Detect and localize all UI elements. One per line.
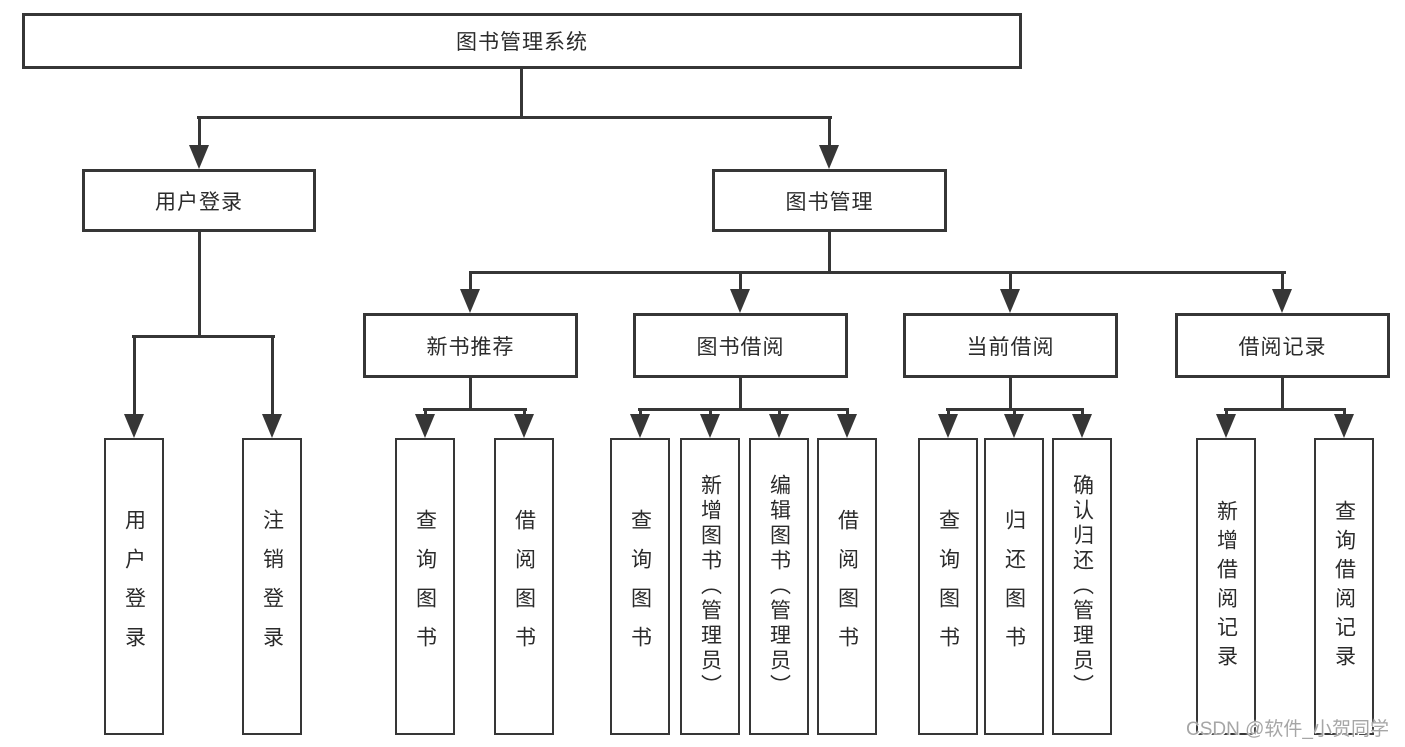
connector-borrow-stem bbox=[739, 378, 742, 411]
connector-records-shaft-2 bbox=[1343, 408, 1346, 418]
connector-records-stem bbox=[1281, 378, 1284, 411]
node-current-label: 当前借阅 bbox=[966, 335, 1055, 359]
arrow-to-cu-confirm bbox=[1072, 414, 1092, 438]
connector-borrow-shaft-2 bbox=[709, 408, 712, 418]
arrow-to-nb-query bbox=[415, 414, 435, 438]
connector-current-stem bbox=[1009, 378, 1012, 411]
connector-current-shaft-1 bbox=[947, 408, 950, 418]
node-current: 当前借阅 bbox=[903, 313, 1118, 378]
arrow-to-current bbox=[1000, 289, 1020, 313]
connector-new-books-shaft-1 bbox=[424, 408, 427, 418]
node-book-mgmt: 图书管理 bbox=[712, 169, 947, 232]
connector-l3-shaft-1 bbox=[469, 271, 472, 293]
leaf-nb-borrow-books-label: 借阅图书 bbox=[512, 508, 536, 665]
leaf-re-add-record: 新增借阅记录 bbox=[1196, 438, 1256, 735]
leaf-cu-query-books: 查询图书 bbox=[918, 438, 978, 735]
arrow-to-re-query bbox=[1334, 414, 1354, 438]
leaf-nb-query-books: 查询图书 bbox=[395, 438, 455, 735]
node-root-label: 图书管理系统 bbox=[456, 31, 588, 54]
arrow-to-borrow bbox=[730, 289, 750, 313]
connector-records-split bbox=[1224, 408, 1346, 411]
connector-user-login-shaft-2 bbox=[271, 335, 274, 417]
leaf-logout-label: 注销登录 bbox=[260, 508, 284, 665]
connector-l3-shaft-4 bbox=[1281, 271, 1284, 293]
connector-root-split bbox=[197, 116, 832, 119]
arrow-to-user-login bbox=[189, 145, 209, 169]
arrow-to-book-mgmt bbox=[819, 145, 839, 169]
connector-l3-shaft-3 bbox=[1009, 271, 1012, 293]
leaf-cu-return-books: 归还图书 bbox=[984, 438, 1044, 735]
connector-current-shaft-3 bbox=[1081, 408, 1084, 418]
leaf-br-edit-books-admin-label: 编辑图书（管理员） bbox=[767, 474, 791, 699]
node-user-login-label: 用户登录 bbox=[155, 190, 243, 214]
node-user-login: 用户登录 bbox=[82, 169, 316, 232]
node-records-label: 借阅记录 bbox=[1238, 335, 1327, 359]
node-new-books-label: 新书推荐 bbox=[426, 335, 515, 359]
node-borrow-label: 图书借阅 bbox=[696, 335, 785, 359]
csdn-watermark: CSDN @软件_小贺同学 bbox=[1186, 719, 1389, 740]
leaf-br-borrow-books-label: 借阅图书 bbox=[835, 508, 859, 665]
connector-records-shaft-1 bbox=[1225, 408, 1228, 418]
leaf-user-login: 用户登录 bbox=[104, 438, 164, 735]
connector-borrow-shaft-3 bbox=[778, 408, 781, 418]
connector-root-left-shaft bbox=[198, 116, 201, 150]
leaf-cu-query-books-label: 查询图书 bbox=[936, 508, 960, 665]
node-records: 借阅记录 bbox=[1175, 313, 1390, 378]
leaf-br-query-books: 查询图书 bbox=[610, 438, 670, 735]
arrow-to-br-edit bbox=[769, 414, 789, 438]
connector-new-books-shaft-2 bbox=[523, 408, 526, 418]
leaf-cu-return-books-label: 归还图书 bbox=[1002, 508, 1026, 665]
connector-root-right-shaft bbox=[828, 116, 831, 150]
node-borrow: 图书借阅 bbox=[633, 313, 848, 378]
connector-new-books-split bbox=[423, 408, 527, 411]
connector-current-shaft-2 bbox=[1013, 408, 1016, 418]
arrow-to-records bbox=[1272, 289, 1292, 313]
leaf-re-query-record: 查询借阅记录 bbox=[1314, 438, 1374, 735]
arrow-to-br-add bbox=[700, 414, 720, 438]
node-book-mgmt-label: 图书管理 bbox=[785, 190, 874, 214]
leaf-br-add-books-admin-label: 新增图书（管理员） bbox=[698, 474, 722, 699]
leaf-nb-borrow-books: 借阅图书 bbox=[494, 438, 554, 735]
arrow-to-login-leaf bbox=[124, 414, 144, 438]
connector-user-login-split bbox=[132, 335, 275, 338]
leaf-user-login-label: 用户登录 bbox=[122, 508, 146, 665]
arrow-to-br-query bbox=[630, 414, 650, 438]
leaf-cu-confirm-return-admin-label: 确认归还（管理员） bbox=[1070, 474, 1094, 699]
leaf-nb-query-books-label: 查询图书 bbox=[413, 508, 437, 665]
connector-user-login-stem bbox=[198, 232, 201, 338]
connector-book-mgmt-split bbox=[469, 271, 1286, 274]
arrow-to-cu-return bbox=[1004, 414, 1024, 438]
node-root: 图书管理系统 bbox=[22, 13, 1022, 69]
node-new-books: 新书推荐 bbox=[363, 313, 578, 378]
leaf-cu-confirm-return-admin: 确认归还（管理员） bbox=[1052, 438, 1112, 735]
leaf-re-add-record-label: 新增借阅记录 bbox=[1214, 499, 1238, 674]
connector-user-login-shaft-1 bbox=[133, 335, 136, 417]
arrow-to-new-books bbox=[460, 289, 480, 313]
leaf-br-edit-books-admin: 编辑图书（管理员） bbox=[749, 438, 809, 735]
leaf-br-query-books-label: 查询图书 bbox=[628, 508, 652, 665]
connector-borrow-shaft-4 bbox=[846, 408, 849, 418]
connector-borrow-shaft-1 bbox=[639, 408, 642, 418]
arrow-to-logout-leaf bbox=[262, 414, 282, 438]
leaf-logout: 注销登录 bbox=[242, 438, 302, 735]
arrow-to-nb-borrow bbox=[514, 414, 534, 438]
leaf-re-query-record-label: 查询借阅记录 bbox=[1332, 499, 1356, 674]
arrow-to-re-add bbox=[1216, 414, 1236, 438]
connector-borrow-split bbox=[638, 408, 849, 411]
arrow-to-br-borrow bbox=[837, 414, 857, 438]
connector-l3-shaft-2 bbox=[739, 271, 742, 293]
arrow-to-cu-query bbox=[938, 414, 958, 438]
connector-new-books-stem bbox=[469, 378, 472, 411]
leaf-br-add-books-admin: 新增图书（管理员） bbox=[680, 438, 740, 735]
connector-book-mgmt-stem bbox=[828, 232, 831, 274]
connector-root-stem bbox=[520, 68, 523, 119]
leaf-br-borrow-books: 借阅图书 bbox=[817, 438, 877, 735]
